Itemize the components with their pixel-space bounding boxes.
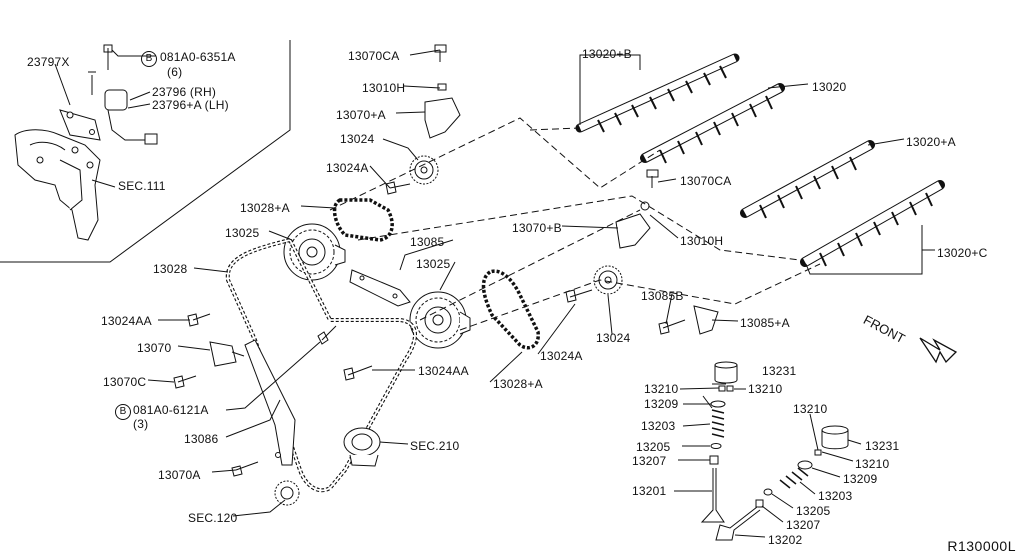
part-label-l54: 13202 [768, 533, 803, 547]
camshaft-13020 [640, 83, 785, 164]
part-label-l06: SEC.111 [118, 179, 166, 193]
part-label-l28: 13024A [540, 349, 583, 363]
dashed-reference-lines [329, 117, 821, 331]
part-label-l08: 13010H [362, 81, 406, 95]
part-label-l07: 13070CA [348, 49, 400, 63]
bracket-right [615, 201, 651, 249]
part-label-l25: 13070A [158, 468, 201, 482]
timing-cover-part [14, 109, 101, 241]
part-label-l53: 13207 [786, 518, 821, 532]
valve-train-left [700, 361, 738, 523]
part-label-l24: SEC.210 [410, 439, 460, 453]
tensioner-sec210 [343, 427, 381, 467]
part-label-l44: 13205 [636, 440, 671, 454]
part-label-l38: 13085+A [740, 316, 790, 330]
part-label-l33: 13070CA [680, 174, 732, 188]
part-label-l01: 23797X [27, 55, 70, 69]
part-label-l46: 13201 [632, 484, 667, 498]
part-label-l31: 13020 [812, 80, 847, 94]
part-label-l09: 13070+A [336, 108, 386, 122]
secondary-chain-left [332, 198, 394, 242]
part-label-l35: 13010H [680, 234, 724, 248]
chain-guide-13085 [349, 269, 411, 307]
part-label-l23: 13086 [184, 432, 219, 446]
secondary-chain-right [481, 269, 540, 350]
leader-lines [147, 49, 935, 517]
small-sprocket-right [593, 265, 623, 295]
part-label-l36: 13020+C [937, 246, 988, 260]
part-label-l37: 13085B [641, 289, 684, 303]
part-label-l22: (3) [133, 417, 149, 431]
diagram-code: R130000L [947, 538, 1016, 554]
part-label-l30: 13020+B [582, 47, 632, 61]
bracket-13085a [693, 305, 719, 335]
small-sprocket-upper [409, 155, 439, 185]
left-sprocket [283, 223, 346, 281]
part-label-l32: 13020+A [906, 135, 956, 149]
part-label-l11: 13024A [326, 161, 369, 175]
part-label-l19: 13024AA [418, 364, 469, 378]
part-label-l39: 13231 [762, 364, 797, 378]
camshaft-13020b [575, 53, 740, 133]
bolts [173, 44, 686, 477]
part-label-l29: 13024 [596, 331, 631, 345]
part-label-l51: 13203 [818, 489, 853, 503]
part-label-l21: 081A0-6121A [133, 403, 209, 417]
valve-leaders-right [734, 413, 862, 538]
center-sprocket [409, 291, 471, 349]
part-label-l03: (6) [167, 65, 183, 79]
part-label-l12: 13028+A [240, 201, 290, 215]
tensioner-13070 [209, 341, 245, 367]
part-label-l15: 13025 [416, 257, 451, 271]
camshaft-13020a [740, 140, 875, 219]
part-label-l26: SEC.120 [188, 511, 238, 525]
part-label-l49: 13210 [855, 457, 890, 471]
part-label-l17: 13024AA [101, 314, 152, 328]
part-label-l40: 13210 [644, 382, 679, 396]
part-label-l43: 13203 [641, 419, 676, 433]
part-label-l27: 13028+A [493, 377, 543, 391]
part-label-l04: 23796 (RH) [152, 85, 217, 99]
slack-guide-13086 [244, 339, 296, 466]
camshaft-13020c [800, 180, 945, 267]
part-label-l18: 13070 [137, 341, 172, 355]
part-label-l52: 13205 [796, 504, 831, 518]
bolt-circle-b-b1: B [141, 51, 157, 67]
part-label-l50: 13209 [843, 472, 878, 486]
leader-lines-inset [54, 49, 156, 188]
part-label-l45: 13207 [632, 454, 667, 468]
part-label-l10: 13024 [340, 132, 375, 146]
part-label-l14: 13085 [410, 235, 445, 249]
valve-leaders-left [674, 387, 746, 492]
position-sensor [88, 44, 158, 145]
part-label-l41: 13210 [748, 382, 783, 396]
bolt-circle-b-b2: B [115, 404, 131, 420]
crank-sprocket [274, 480, 300, 506]
bracket-upper [424, 83, 461, 139]
front-arrow [919, 337, 958, 364]
part-label-l20: 13070C [103, 375, 147, 389]
valve-train-right [715, 425, 849, 541]
part-label-l42: 13209 [644, 397, 679, 411]
part-label-l05: 23796+A (LH) [152, 98, 229, 112]
part-label-l02: 081A0-6351A [160, 50, 236, 64]
inset-border [0, 40, 291, 263]
part-label-l47: 13210 [793, 402, 828, 416]
part-label-l48: 13231 [865, 439, 900, 453]
part-label-l34: 13070+B [512, 221, 562, 235]
part-label-l16: 13028 [153, 262, 188, 276]
part-label-l13: 13025 [225, 226, 260, 240]
